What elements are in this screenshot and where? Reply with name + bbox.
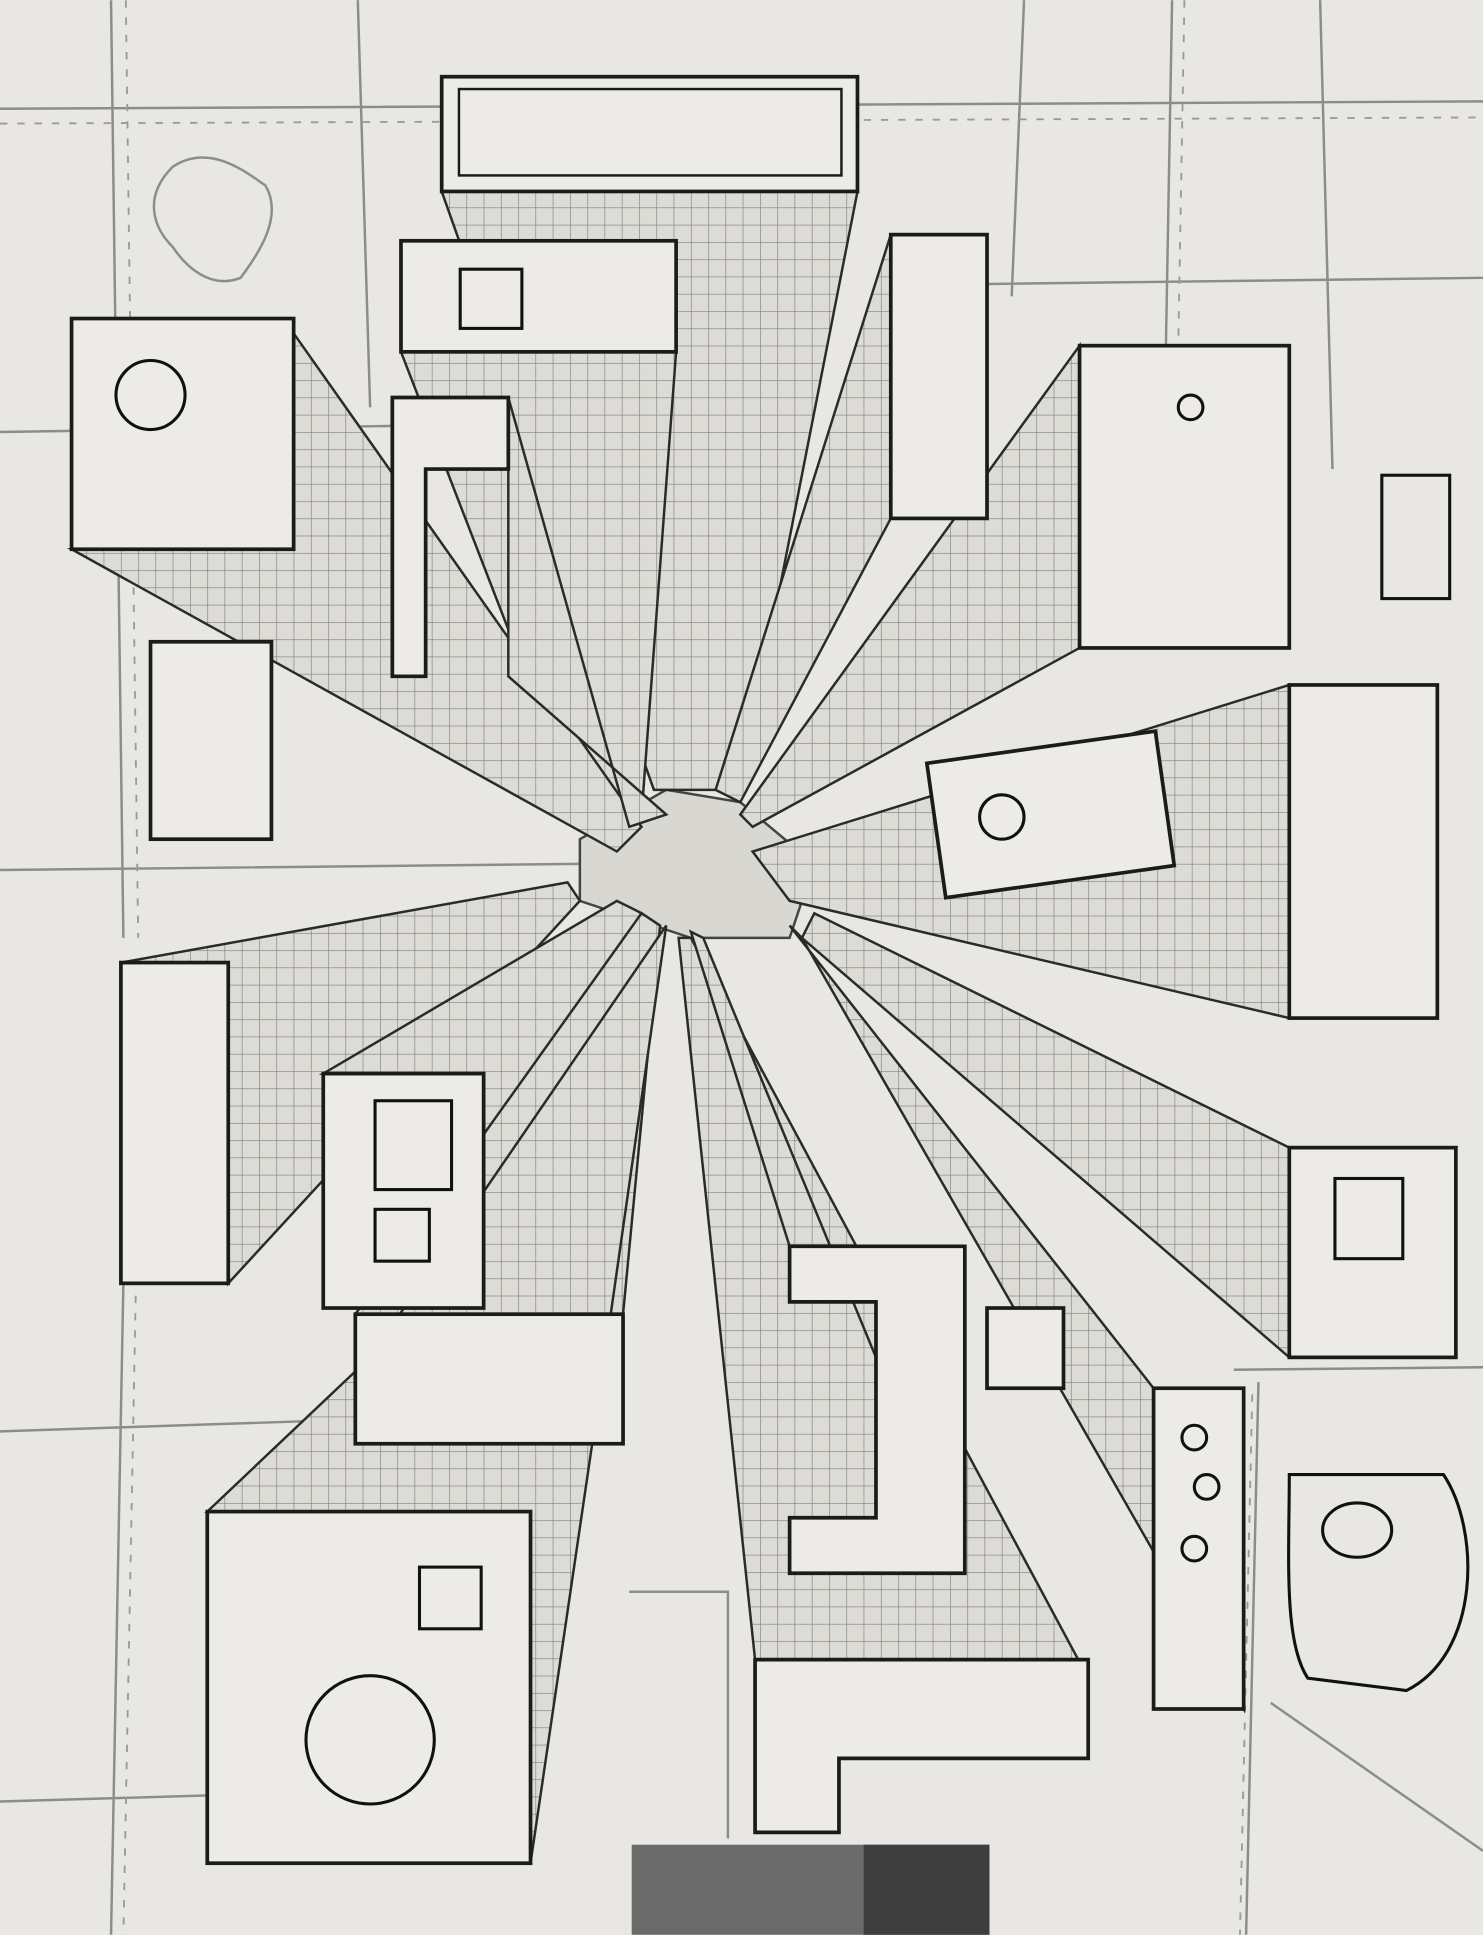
roof-right-tall bbox=[1287, 683, 1440, 1020]
roof-l-bottom bbox=[753, 1657, 1091, 1835]
building-roofs bbox=[69, 74, 1458, 1866]
roof-small-left bbox=[148, 639, 274, 842]
roof-l-shape-left bbox=[390, 395, 511, 679]
bottom-dark-tiles bbox=[631, 1844, 990, 1935]
park-right bbox=[1287, 473, 1470, 1693]
roof-tilted bbox=[924, 729, 1177, 900]
roof-upper-left bbox=[399, 238, 678, 354]
roof-right-l bbox=[1077, 343, 1292, 650]
roof-bottom-left bbox=[205, 1509, 533, 1866]
roof-upper-right bbox=[888, 232, 989, 521]
roof-small-square bbox=[985, 1306, 1066, 1391]
park-top-left bbox=[152, 156, 274, 283]
roof-lower-left bbox=[119, 960, 231, 1286]
roof-flat-lower bbox=[353, 1312, 625, 1446]
roof-narrow-right bbox=[1151, 1386, 1246, 1711]
roof-l-middle bbox=[787, 1244, 967, 1576]
roof-left bbox=[69, 316, 296, 552]
roof-lower-right bbox=[1287, 1145, 1458, 1360]
roof-top-center bbox=[439, 74, 860, 194]
roof-cube bbox=[321, 1071, 486, 1310]
